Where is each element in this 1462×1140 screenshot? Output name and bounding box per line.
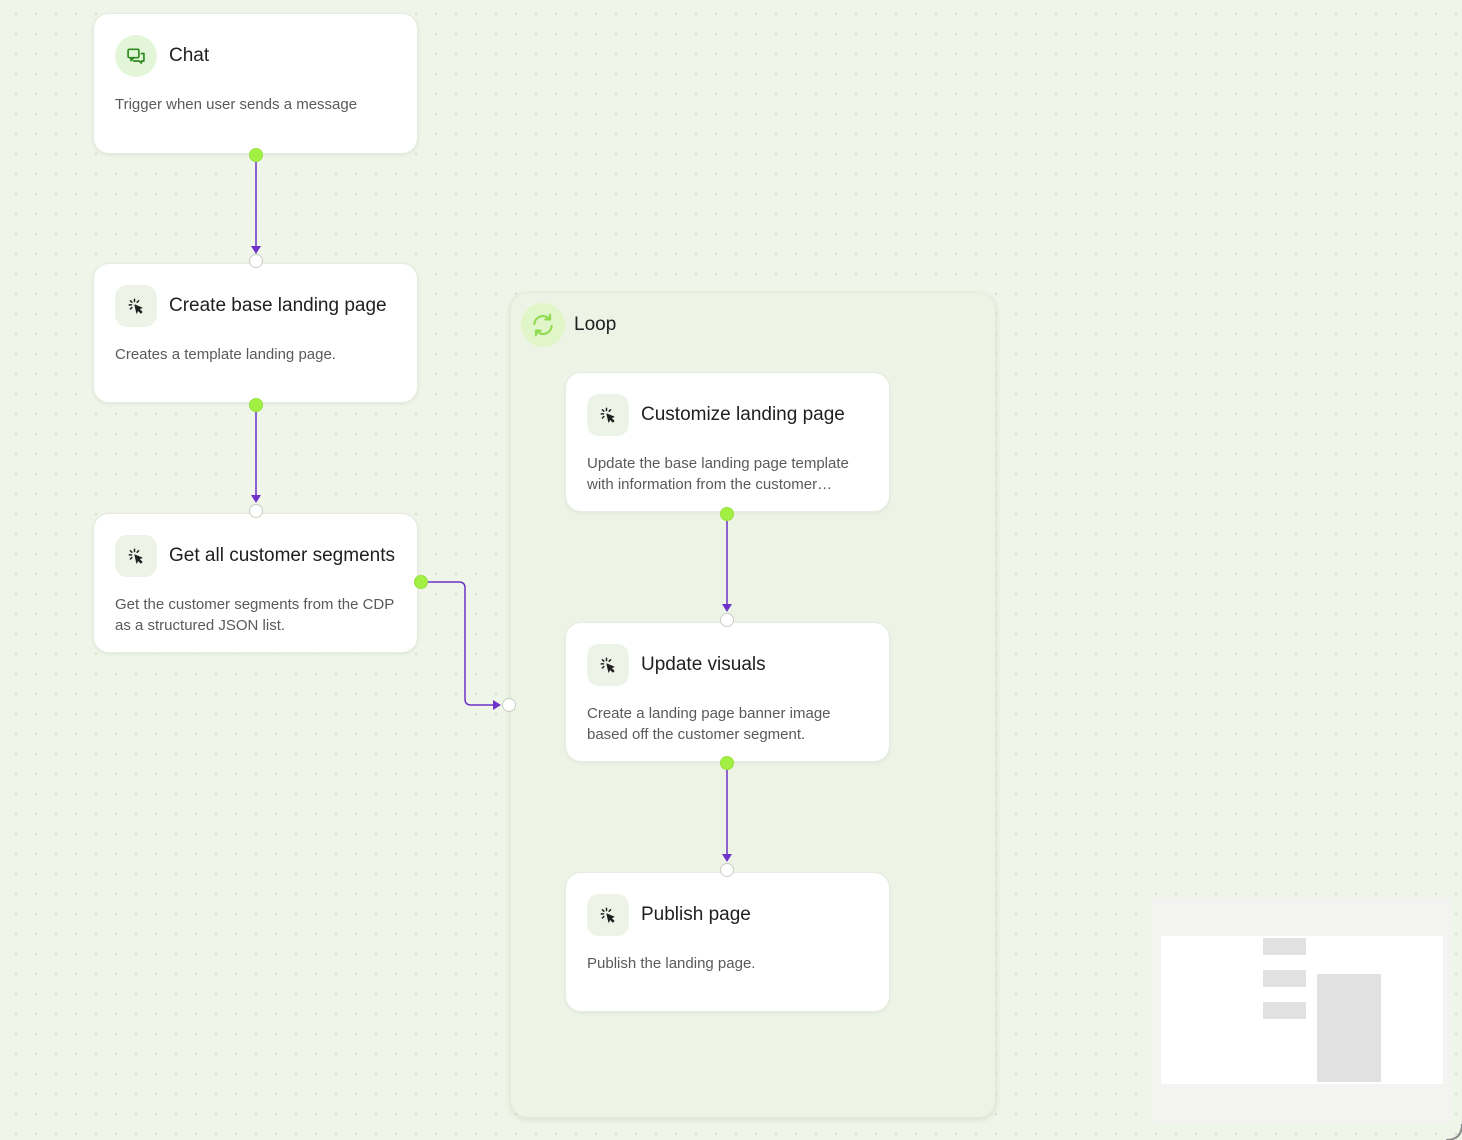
node-title: Customize landing page (641, 404, 845, 425)
arrowhead-chat-to-create (251, 246, 261, 254)
node-publish-page[interactable]: Publish page Publish the landing page. (565, 872, 890, 1012)
loop-arrows-icon (521, 303, 565, 347)
minimap[interactable] (1152, 898, 1452, 1124)
loop-title: Loop (574, 314, 617, 335)
node-header: Customize landing page (587, 394, 845, 436)
chat-bubbles-icon (115, 35, 157, 77)
sparkle-cursor-icon (115, 535, 157, 577)
port-out-create-base[interactable] (249, 398, 263, 412)
port-out-get-segments[interactable] (414, 575, 428, 589)
port-in-update-visuals[interactable] (720, 613, 734, 627)
node-title: Publish page (641, 904, 751, 925)
node-title: Update visuals (641, 654, 766, 675)
node-description: Creates a template landing page. (115, 346, 336, 363)
port-out-customize[interactable] (720, 507, 734, 521)
node-header: Publish page (587, 894, 751, 936)
node-customize-landing-page[interactable]: Customize landing page Update the base l… (565, 372, 890, 512)
sparkle-cursor-icon (587, 394, 629, 436)
minimap-loop-group (1317, 974, 1381, 1082)
resize-corner-icon (1446, 1124, 1462, 1140)
arrowhead-segments-to-loop (493, 700, 501, 710)
port-out-chat[interactable] (249, 148, 263, 162)
node-update-visuals[interactable]: Update visuals Create a landing page ban… (565, 622, 890, 762)
node-header: Update visuals (587, 644, 766, 686)
port-in-create-base[interactable] (249, 254, 263, 268)
node-description: Update the base landing page template wi… (587, 455, 849, 493)
loop-header: Loop (521, 303, 616, 347)
node-get-customer-segments[interactable]: Get all customer segments Get the custom… (93, 513, 418, 653)
node-description: Create a landing page banner image based… (587, 705, 831, 743)
node-title: Chat (169, 45, 210, 66)
sparkle-cursor-icon (587, 644, 629, 686)
node-header: Get all customer segments (115, 535, 395, 577)
port-in-publish[interactable] (720, 863, 734, 877)
port-out-update-visuals[interactable] (720, 756, 734, 770)
minimap-node (1263, 1002, 1306, 1019)
node-title: Create base landing page (169, 295, 387, 316)
edge-segments-to-loop (427, 581, 495, 706)
minimap-node (1263, 938, 1306, 955)
minimap-node (1263, 970, 1306, 987)
node-header: Create base landing page (115, 285, 387, 327)
sparkle-cursor-icon (587, 894, 629, 936)
node-create-base-landing-page[interactable]: Create base landing page Creates a templ… (93, 263, 418, 403)
node-description: Get the customer segments from the CDP a… (115, 596, 395, 634)
port-in-loop[interactable] (502, 698, 516, 712)
node-title: Get all customer segments (169, 545, 395, 566)
node-chat-trigger[interactable]: Chat Trigger when user sends a message (93, 13, 418, 154)
minimap-viewport[interactable] (1161, 936, 1443, 1084)
port-in-get-segments[interactable] (249, 504, 263, 518)
node-description: Publish the landing page. (587, 955, 756, 972)
arrowhead-create-to-segments (251, 495, 261, 503)
sparkle-cursor-icon (115, 285, 157, 327)
node-description: Trigger when user sends a message (115, 96, 358, 113)
node-header: Chat (115, 35, 209, 77)
